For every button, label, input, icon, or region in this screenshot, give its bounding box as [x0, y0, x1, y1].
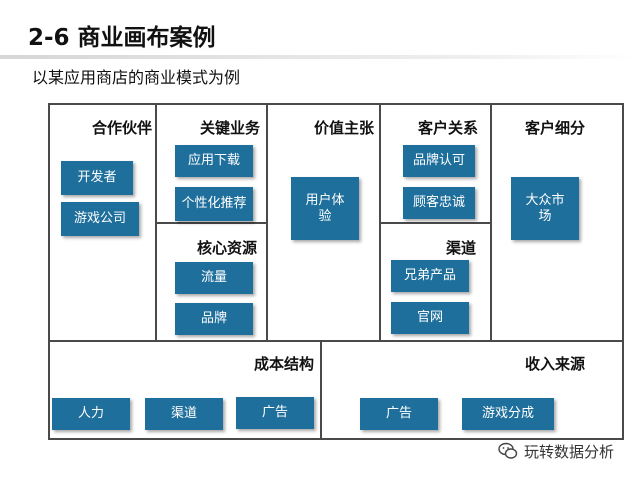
cost-item-channels: 渠道 — [145, 398, 223, 430]
key-resource-brand: 品牌 — [175, 303, 253, 335]
customer-relationship-customer-loyalty: 顾客忠诚 — [403, 187, 475, 219]
customer-segment-mass-market: 大众市场 — [511, 177, 579, 240]
title-divider — [0, 55, 640, 59]
channels-heading: 渠道 — [445, 239, 476, 257]
divider-activities-resources — [155, 222, 268, 224]
divider-partners-activities — [155, 103, 157, 340]
cost-structure-heading: 成本结构 — [253, 355, 314, 373]
channel-official-website: 官网 — [391, 302, 469, 334]
key-activity-personalized-recommendation: 个性化推荐 — [175, 187, 253, 221]
customer-relationships-heading: 客户关系 — [417, 119, 478, 137]
value-proposition-user-experience: 用户体验 — [291, 177, 359, 240]
divider-value-relationships — [379, 103, 381, 340]
divider-bottom-row — [48, 340, 624, 342]
value-propositions-heading: 价值主张 — [313, 119, 374, 137]
key-resources-heading: 核心资源 — [196, 239, 257, 257]
key-activity-app-download: 应用下载 — [175, 145, 253, 177]
slide-title: 2-6 商业画布案例 — [28, 25, 216, 51]
divider-relationships-segments — [490, 103, 492, 340]
business-model-canvas — [48, 103, 624, 440]
divider-activities-value — [266, 103, 268, 340]
watermark: 玩转数据分析 — [498, 440, 614, 462]
wechat-icon — [498, 442, 518, 459]
revenue-streams-heading: 收入来源 — [524, 355, 585, 373]
revenue-item-game-revenue-share: 游戏分成 — [462, 398, 554, 430]
key-partners-heading: 合作伙伴 — [91, 119, 152, 137]
channel-sibling-products: 兄弟产品 — [391, 260, 469, 292]
cost-item-labor: 人力 — [52, 398, 130, 430]
key-partner-game-companies: 游戏公司 — [61, 202, 139, 236]
divider-relationships-channels — [379, 222, 492, 224]
cost-item-advertising: 广告 — [236, 397, 314, 429]
revenue-item-advertising: 广告 — [360, 398, 438, 430]
slide-subtitle: 以某应用商店的商业模式为例 — [32, 68, 241, 87]
divider-cost-revenue — [320, 340, 322, 440]
key-partner-developers: 开发者 — [61, 161, 133, 195]
customer-relationship-brand-recognition: 品牌认可 — [403, 145, 475, 177]
customer-segments-heading: 客户细分 — [524, 119, 585, 137]
watermark-text: 玩转数据分析 — [524, 442, 615, 461]
key-activities-heading: 关键业务 — [199, 119, 260, 137]
key-resource-traffic: 流量 — [175, 262, 253, 294]
